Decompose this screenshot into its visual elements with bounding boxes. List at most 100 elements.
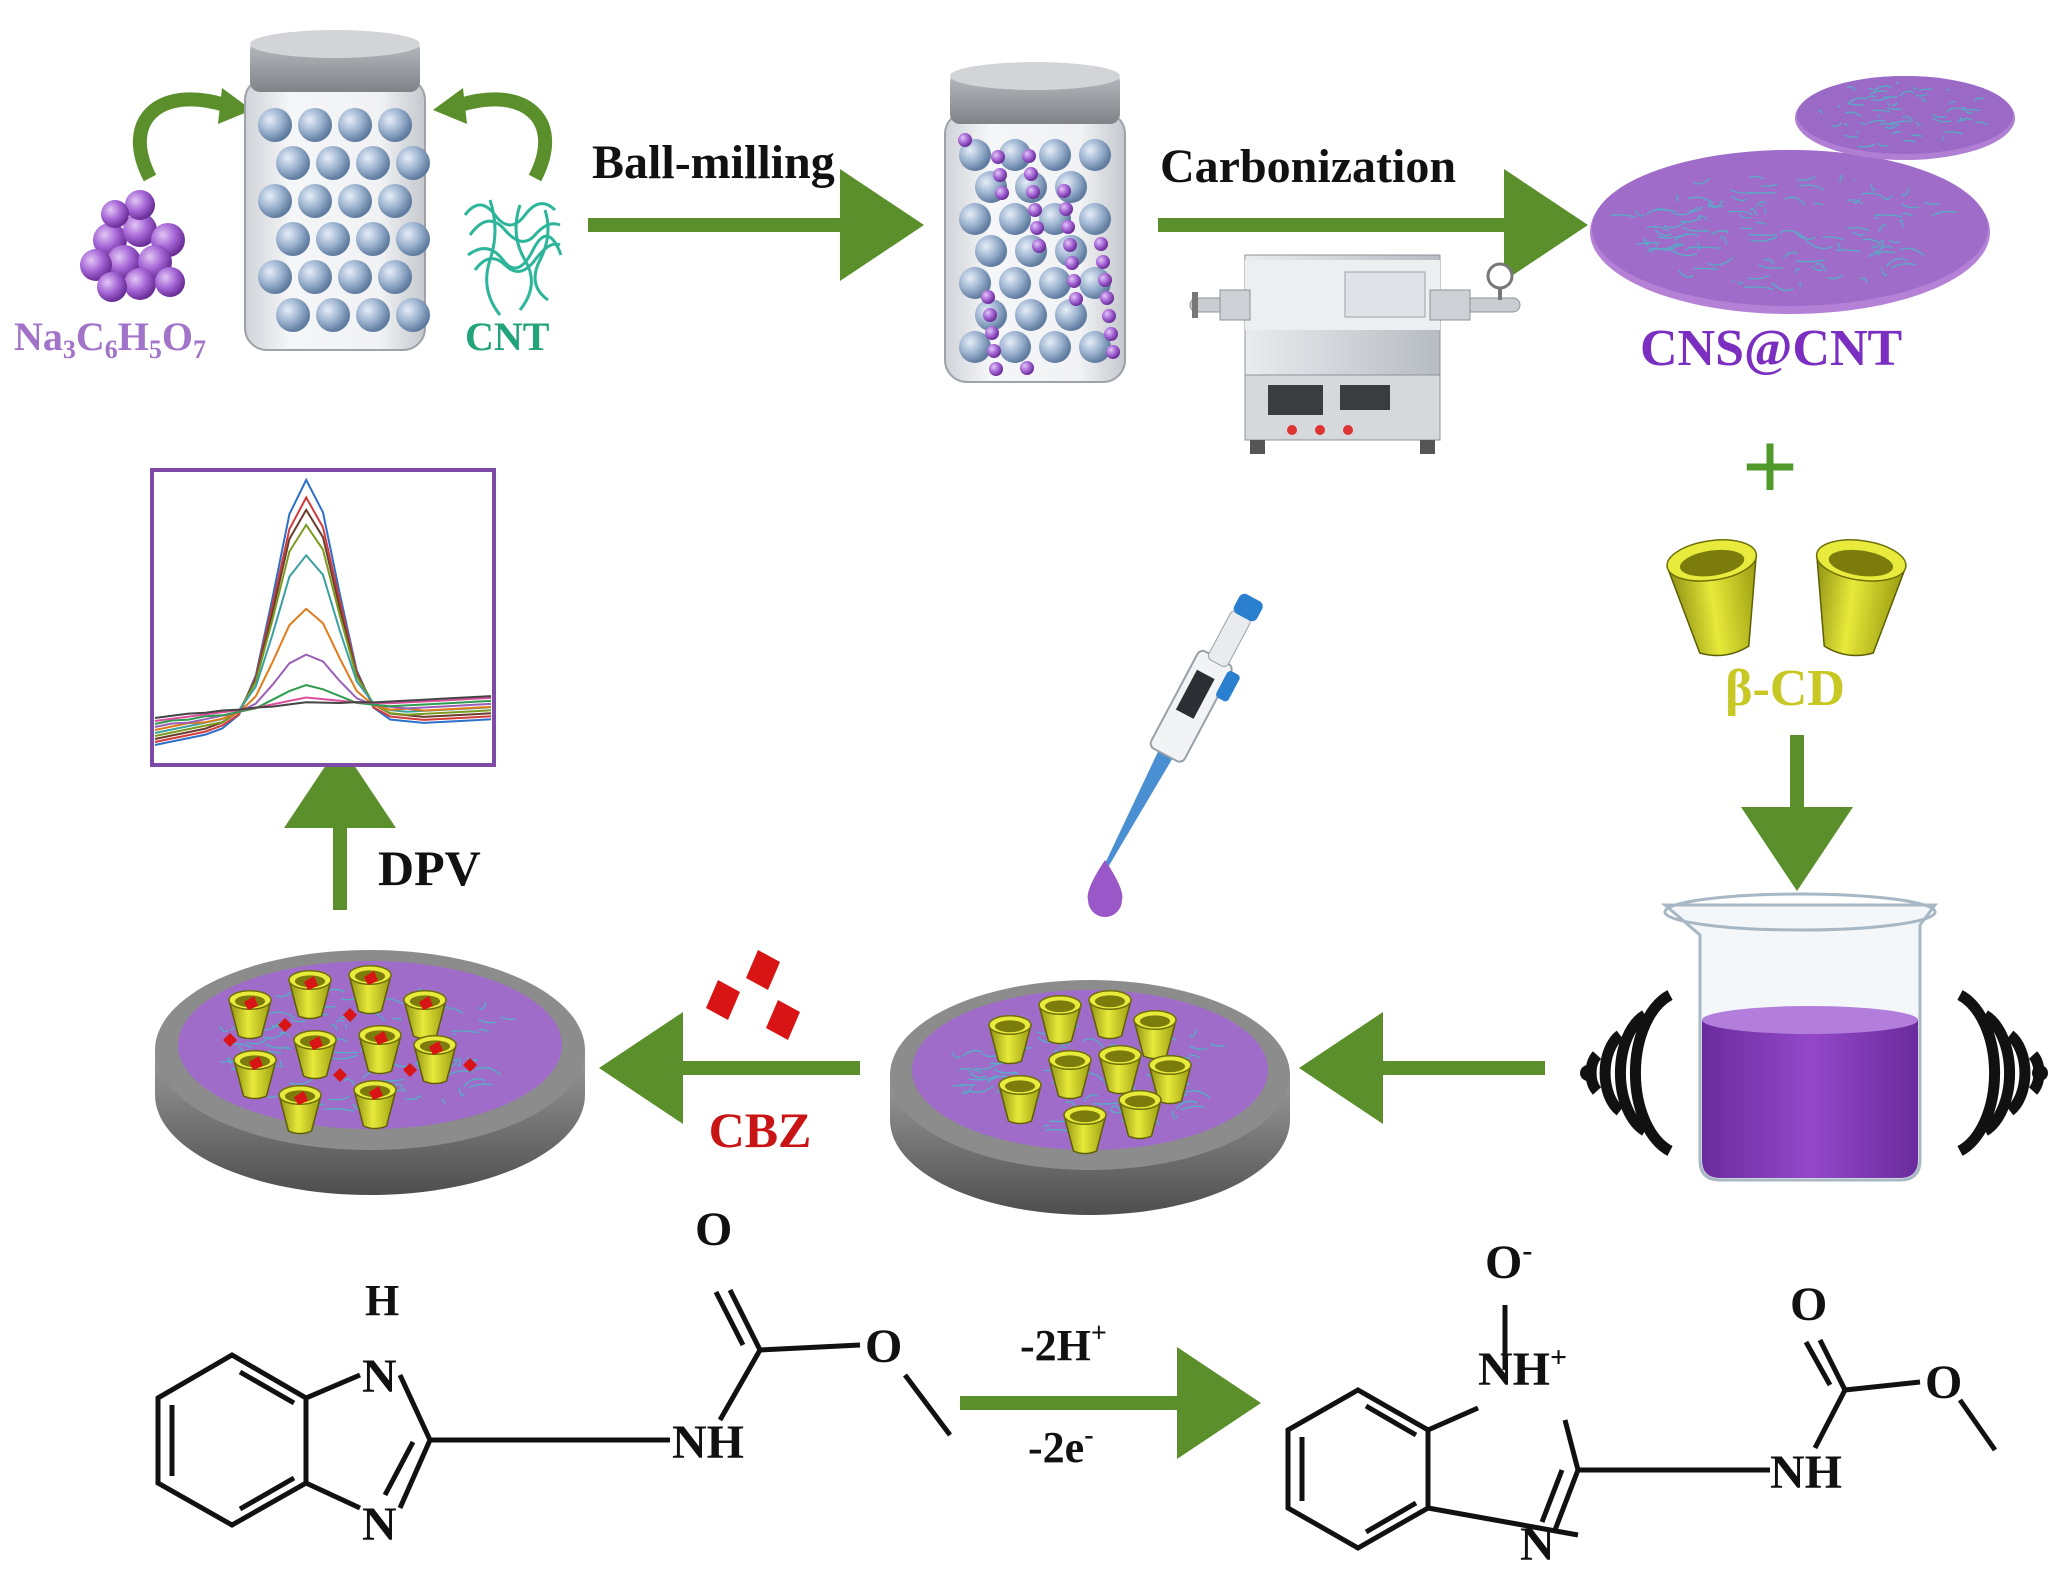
cone-cup-icon bbox=[1815, 539, 1907, 657]
ball-icon bbox=[316, 298, 350, 332]
pipette-icon bbox=[1102, 593, 1263, 871]
green-curved-arrow-icon bbox=[433, 88, 467, 124]
green-curved-arrow-icon bbox=[218, 88, 252, 124]
svg-text:O: O bbox=[865, 1320, 902, 1373]
product-atoms: O- NH+ N NH O O bbox=[1478, 1234, 1962, 1571]
svg-text:O: O bbox=[1925, 1356, 1962, 1409]
jar-icon bbox=[944, 62, 1126, 383]
diamond-icon bbox=[343, 1008, 357, 1022]
sound-wave-icon bbox=[1957, 990, 2045, 1156]
purple-particle-icon bbox=[995, 186, 1009, 200]
cone-cup-icon bbox=[1048, 1050, 1092, 1100]
purple-particle-icon bbox=[1061, 220, 1075, 234]
dpv-series-line bbox=[154, 653, 492, 728]
ball-icon bbox=[338, 260, 372, 294]
ball-icon bbox=[276, 298, 310, 332]
purple-particle-icon bbox=[1106, 345, 1120, 359]
sound-wave-icon bbox=[1585, 990, 1673, 1156]
ball-icon bbox=[1015, 299, 1047, 331]
purple-particle-icon bbox=[985, 326, 999, 340]
green-curved-arrow-icon bbox=[457, 92, 553, 182]
dpv-series-line bbox=[154, 684, 492, 725]
purple-particle-icon bbox=[1098, 273, 1112, 287]
svg-text:NH+: NH+ bbox=[1478, 1341, 1567, 1396]
cone-cup-icon bbox=[988, 1015, 1032, 1065]
diamond-icon bbox=[369, 1086, 383, 1100]
droplet-icon bbox=[1087, 860, 1123, 917]
svg-text:O: O bbox=[695, 1203, 732, 1256]
purple-particle-icon bbox=[1059, 202, 1073, 216]
ball-icon bbox=[396, 298, 430, 332]
dpv-series-line bbox=[154, 477, 492, 746]
ball-icon bbox=[999, 267, 1031, 299]
svg-text:N: N bbox=[362, 1498, 397, 1551]
diamond-icon bbox=[244, 996, 258, 1010]
ball-icon bbox=[298, 184, 332, 218]
ball-icon bbox=[396, 146, 430, 180]
ball-icon bbox=[396, 222, 430, 256]
product-structure bbox=[1285, 1305, 1998, 1551]
purple-particle-icon bbox=[1063, 238, 1077, 252]
diamond-icon bbox=[309, 1036, 323, 1050]
ball-icon bbox=[959, 331, 991, 363]
dpv-chart bbox=[154, 477, 492, 746]
diamond-icon bbox=[223, 1033, 237, 1047]
sound-wave-icon bbox=[1580, 1065, 1596, 1081]
purple-particle-icon bbox=[1032, 239, 1046, 253]
svg-text:H: H bbox=[365, 1276, 399, 1325]
purple-particle-icon bbox=[981, 290, 995, 304]
ball-icon bbox=[378, 108, 412, 142]
svg-text:O: O bbox=[1790, 1278, 1827, 1331]
carbonization-label: Carbonization bbox=[1160, 140, 1456, 193]
purple-particle-icon bbox=[1030, 221, 1044, 235]
cone-cup-icon bbox=[1815, 539, 1907, 657]
ball-icon bbox=[1079, 139, 1111, 171]
ball-icon bbox=[276, 222, 310, 256]
ball-icon bbox=[356, 222, 390, 256]
ball-icon bbox=[999, 203, 1031, 235]
ball-icon bbox=[999, 331, 1031, 363]
purple-particle-icon bbox=[1067, 274, 1081, 288]
ball-icon bbox=[1039, 139, 1071, 171]
ball-icon bbox=[378, 260, 412, 294]
cone-cup-icon bbox=[228, 990, 272, 1040]
cone-cup-icon bbox=[1133, 1010, 1177, 1060]
cnt-fiber-icon bbox=[463, 199, 563, 316]
sodium-citrate-label: Na3C6H5O7 bbox=[14, 314, 206, 364]
cone-cup-icon bbox=[1038, 995, 1082, 1045]
diamond-icon bbox=[403, 1063, 417, 1077]
purple-particle-icon bbox=[983, 308, 997, 322]
purple-particle-icon bbox=[1057, 184, 1071, 198]
dpv-series-line bbox=[154, 523, 492, 737]
tube-furnace-icon bbox=[1189, 254, 1521, 454]
purple-particle-icon bbox=[1065, 256, 1079, 270]
beta-cd-label: β-CD bbox=[1725, 660, 1845, 717]
ball-icon bbox=[338, 184, 372, 218]
diamond-icon bbox=[706, 950, 800, 1040]
purple-particle-icon bbox=[1102, 309, 1116, 323]
purple-particle-icon bbox=[1028, 203, 1042, 217]
jar-icon bbox=[244, 30, 430, 351]
diamond-icon bbox=[278, 1018, 292, 1032]
svg-text:N: N bbox=[1520, 1518, 1555, 1571]
cone-cup-icon bbox=[1088, 990, 1132, 1040]
purple-particle-icon bbox=[987, 344, 1001, 358]
ball-icon bbox=[258, 260, 292, 294]
sound-wave-icon bbox=[2032, 1065, 2048, 1081]
ball-icon bbox=[975, 235, 1007, 267]
ball-icon bbox=[999, 139, 1031, 171]
ball-milling-label: Ball-milling bbox=[592, 136, 835, 189]
cone-cup-icon bbox=[413, 1035, 457, 1085]
diamond-icon bbox=[429, 1041, 443, 1055]
svg-text:N: N bbox=[362, 1350, 397, 1403]
ball-icon bbox=[298, 108, 332, 142]
reactant-atoms: H N N NH O O bbox=[362, 1203, 902, 1551]
ball-icon bbox=[298, 260, 332, 294]
diamond-icon bbox=[249, 1056, 263, 1070]
cone-cup-icon bbox=[1666, 539, 1758, 657]
reactant-structure bbox=[155, 1288, 952, 1528]
diamond-icon bbox=[294, 1091, 308, 1105]
ball-icon bbox=[356, 298, 390, 332]
ball-icon bbox=[1039, 331, 1071, 363]
